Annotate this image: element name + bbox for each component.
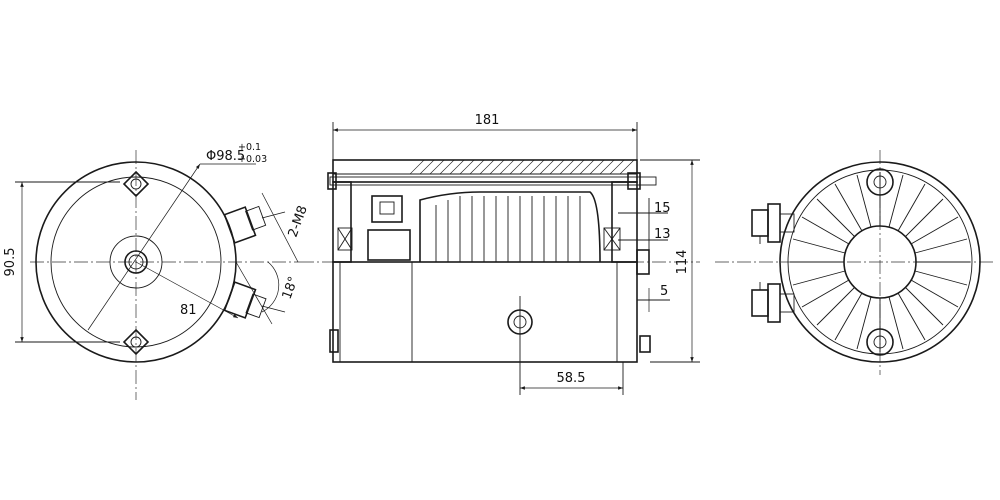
front-view: 90.5 Φ98.5 +0.1 +0.03 81 2-M8 18° — [3, 142, 311, 400]
bottom-mount-bolt — [122, 328, 150, 356]
rear-top-bolt — [866, 168, 894, 196]
commutator — [367, 229, 411, 261]
shaft-boss-circle — [109, 235, 163, 289]
dim-angle-label: 18° — [280, 275, 302, 302]
dim-tol-upper: +0.1 — [238, 142, 261, 153]
tie-rod — [329, 176, 657, 186]
output-shaft — [636, 249, 650, 275]
housing-lower-exterior — [332, 261, 638, 363]
rear-bottom-bolt — [866, 328, 894, 356]
upper-terminal — [223, 205, 286, 244]
rear-bearing — [337, 227, 353, 251]
dim-90-5-label: 90.5 — [3, 248, 18, 277]
dim-58-5-label: 58.5 — [557, 371, 586, 386]
lower-terminal — [223, 281, 286, 319]
spline-root — [128, 254, 144, 270]
housing-top-section — [332, 159, 638, 183]
dim-tol-lower: +0.03 — [238, 154, 267, 165]
dim-181-label: 181 — [475, 113, 500, 128]
spline-shaft — [124, 250, 148, 274]
cooling-ribs — [790, 172, 970, 352]
top-mount-bolt — [122, 170, 150, 198]
rear-lower-terminal — [751, 282, 795, 323]
brush-holder — [371, 195, 403, 223]
dim-114-label: 114 — [675, 250, 690, 275]
armature-core — [419, 191, 601, 263]
rear-housing-circle — [779, 161, 981, 363]
dim-15-label: 15 — [654, 201, 671, 216]
dim-5-label: 5 — [660, 284, 668, 299]
dim-diameter-label: Φ98.5 — [206, 149, 245, 164]
rear-upper-terminal — [751, 203, 795, 244]
section-view: 181 — [300, 113, 700, 395]
front-bearing — [603, 227, 621, 251]
dim-13-label: 13 — [654, 227, 671, 242]
rear-view — [715, 150, 995, 375]
dim-radius-label: 81 — [180, 303, 197, 318]
dim-thread-label: 2-M8 — [286, 204, 311, 240]
